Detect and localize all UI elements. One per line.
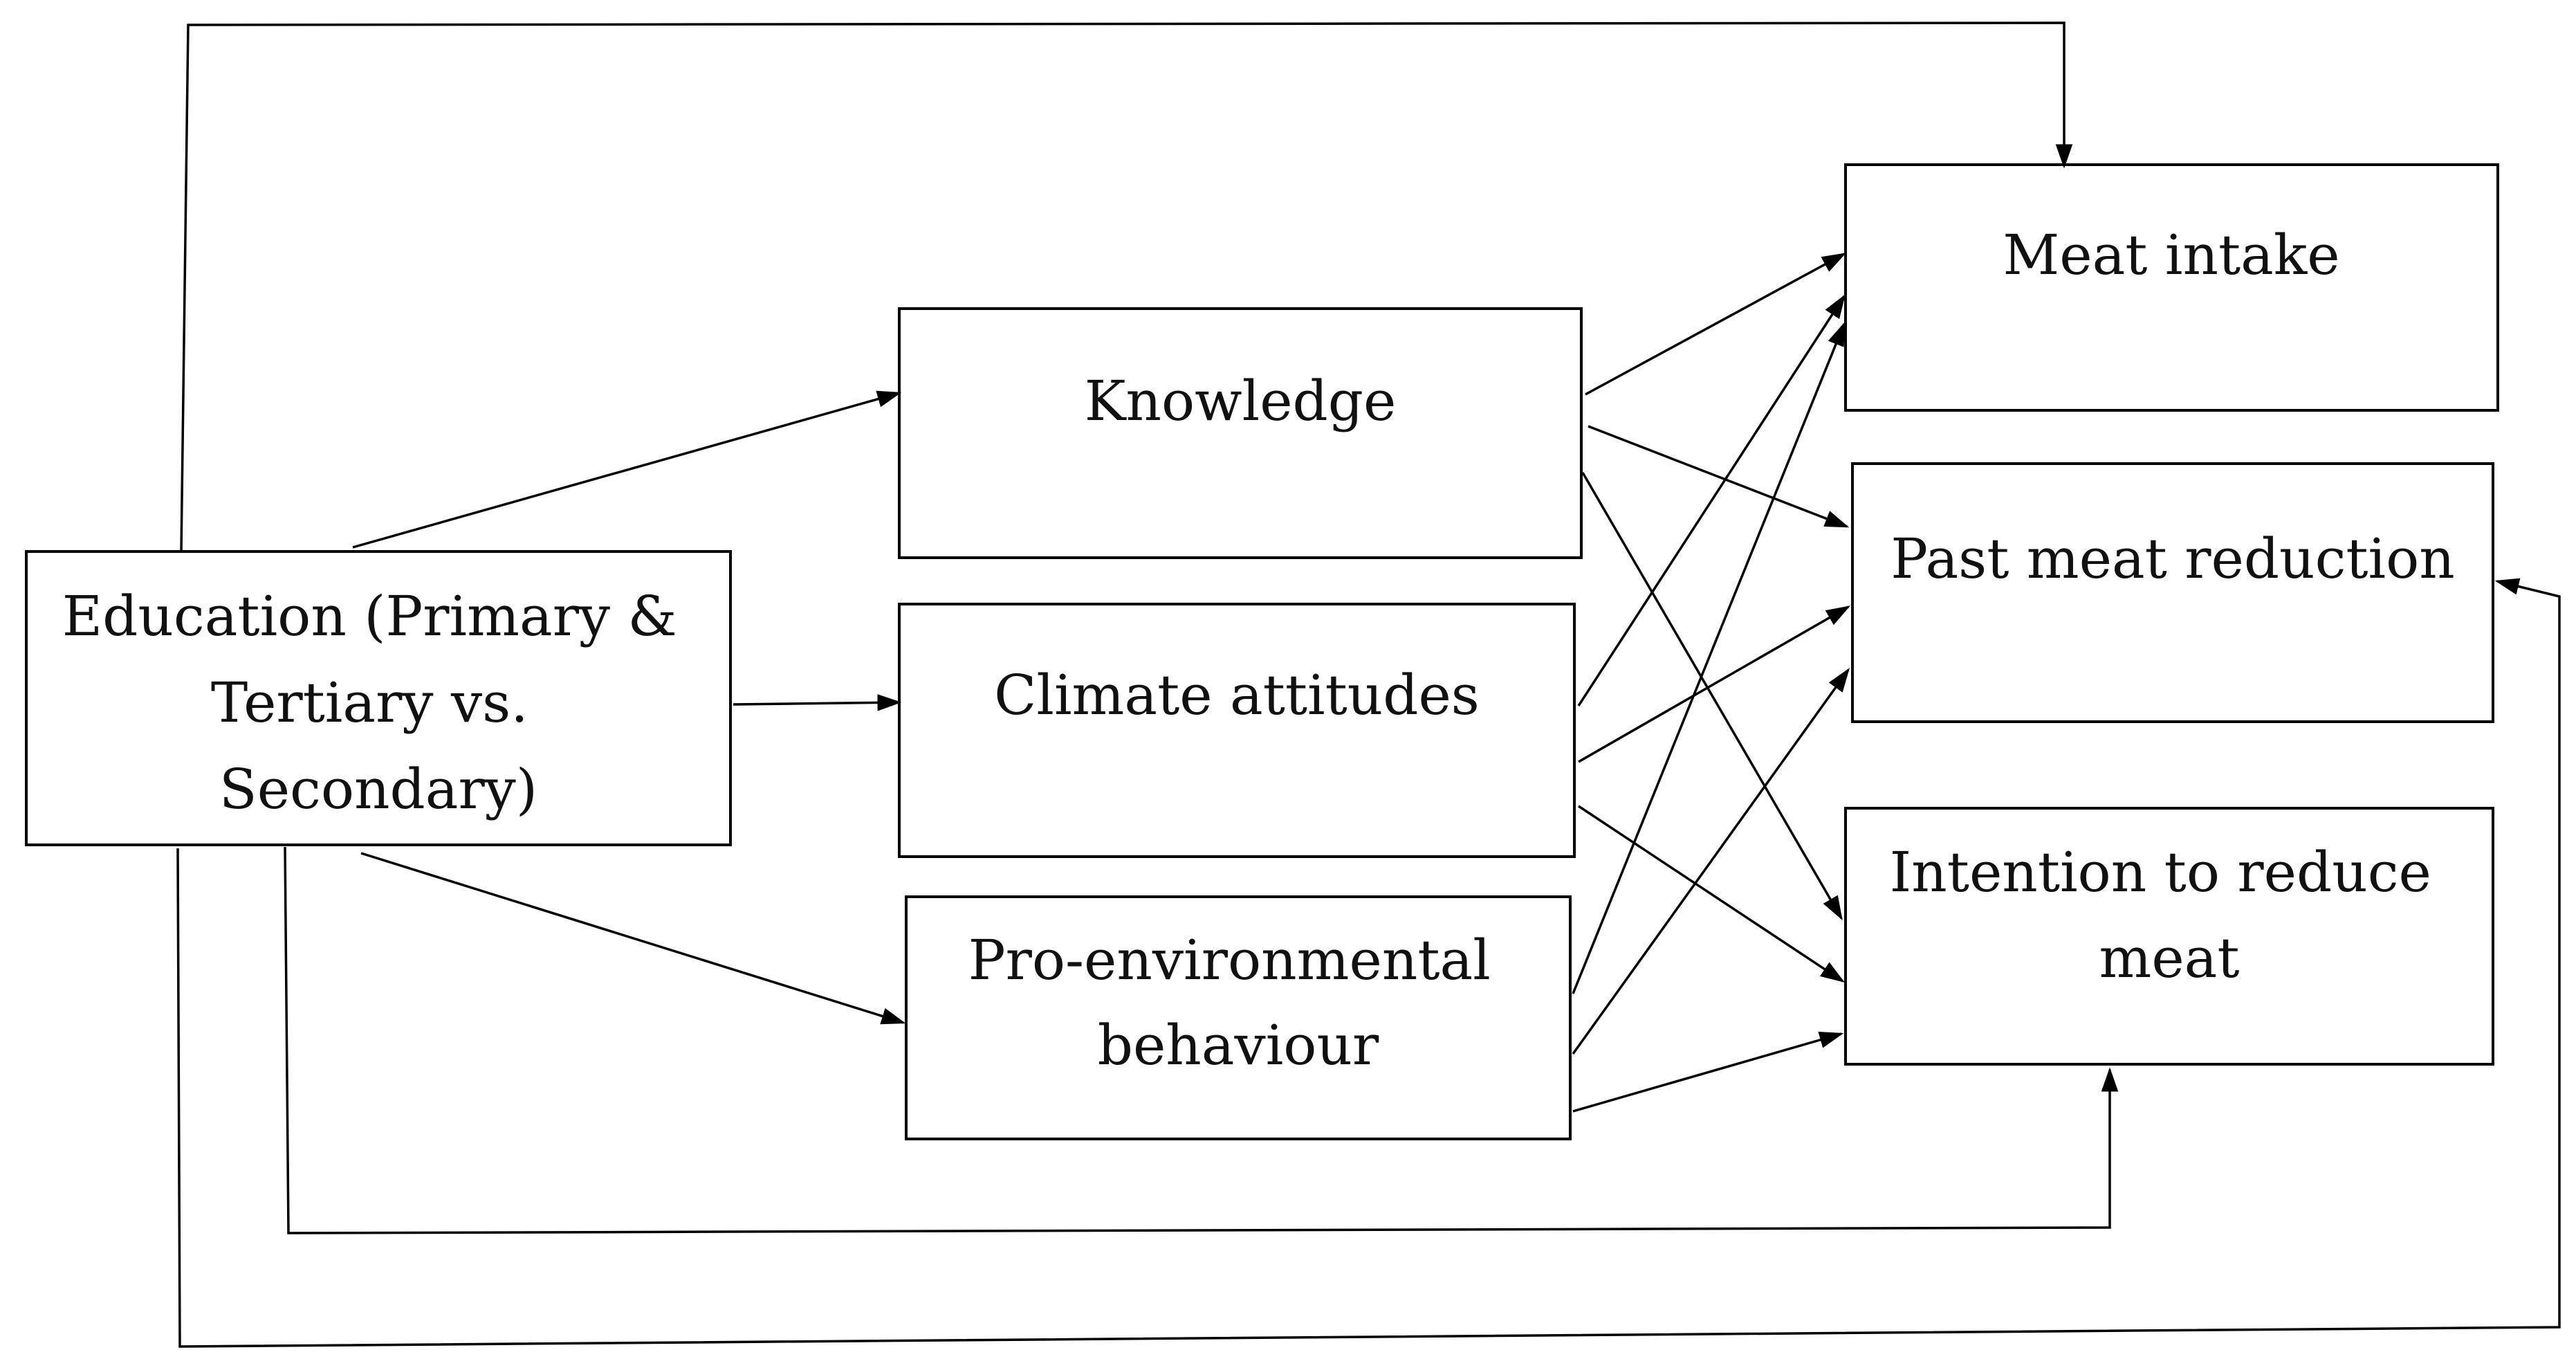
arrow-climate-attitudes-to-past-meat-reduction (1578, 605, 1851, 763)
arrow-education-to-meat-intake (180, 21, 2073, 552)
arrow-pro-environmental-behaviour-to-intention-to-reduce-meat (1572, 1031, 1844, 1113)
arrow-education-to-intention-to-reduce-meat (284, 846, 2119, 1234)
svg-text:Knowledge: Knowledge (1085, 369, 1397, 433)
arrow-knowledge-to-meat-intake (1585, 253, 1847, 396)
arrow-education-to-pro-environmental-behaviour (360, 852, 906, 1025)
arrow-education-to-climate-attitudes (733, 694, 902, 711)
node-pro-environmental-behaviour-line-1: Pro-environmental (968, 928, 1491, 992)
node-intention-to-reduce-meat-line-1: Intention to reduce (1890, 840, 2431, 904)
node-pro-environmental-behaviour: Pro-environmental behaviour (905, 895, 1572, 1140)
node-meat-intake-line-1: Meat intake (2003, 223, 2339, 287)
arrow-climate-attitudes-to-intention-to-reduce-meat (1578, 805, 1845, 983)
node-knowledge: Knowledge (898, 307, 1583, 559)
node-climate-attitudes-line-1: Climate attitudes (994, 663, 1480, 727)
node-education-line-2: Tertiary vs. (211, 671, 528, 735)
svg-text:Education (Primary & Ter: Education (Primary & Tertiary vs. Second… (62, 584, 694, 821)
svg-text:Intention to reduce meat: Intention to reduce meat (1890, 840, 2449, 990)
arrow-pro-environmental-behaviour-to-past-meat-reduction (1572, 668, 1850, 1055)
arrow-education-to-knowledge (352, 390, 902, 549)
node-knowledge-line-1: Knowledge (1085, 369, 1397, 433)
node-education-line-1: Education (Primary & (62, 584, 677, 648)
node-intention-to-reduce-meat-line-2: meat (2099, 926, 2239, 990)
svg-text:Pro-environmental behavi: Pro-environmental behaviour (968, 928, 1508, 1077)
arrow-climate-attitudes-to-meat-intake (1577, 294, 1846, 706)
node-past-meat-reduction-line-1: Past meat reduction (1890, 527, 2455, 591)
node-past-meat-reduction: Past meat reduction (1851, 462, 2494, 723)
node-pro-environmental-behaviour-line-2: behaviour (1098, 1013, 1379, 1077)
arrow-pro-environmental-behaviour-to-meat-intake (1572, 321, 1846, 994)
node-climate-attitudes: Climate attitudes (898, 603, 1576, 858)
node-meat-intake: Meat intake (1844, 163, 2499, 412)
node-intention-to-reduce-meat: Intention to reduce meat (1844, 807, 2494, 1066)
node-education: Education (Primary & Tertiary vs. Second… (25, 550, 732, 846)
arrow-knowledge-to-intention-to-reduce-meat (1581, 472, 1843, 921)
svg-text:Past meat reduction: Past meat reduction (1890, 527, 2455, 591)
svg-text:Meat intake: Meat intake (2003, 223, 2339, 287)
svg-text:Climate attitudes: Climate attitudes (994, 663, 1480, 727)
arrow-knowledge-to-past-meat-reduction (1588, 425, 1850, 528)
arrow-education-to-past-meat-reduction (176, 578, 2561, 1348)
node-education-line-3: Secondary) (219, 757, 537, 821)
